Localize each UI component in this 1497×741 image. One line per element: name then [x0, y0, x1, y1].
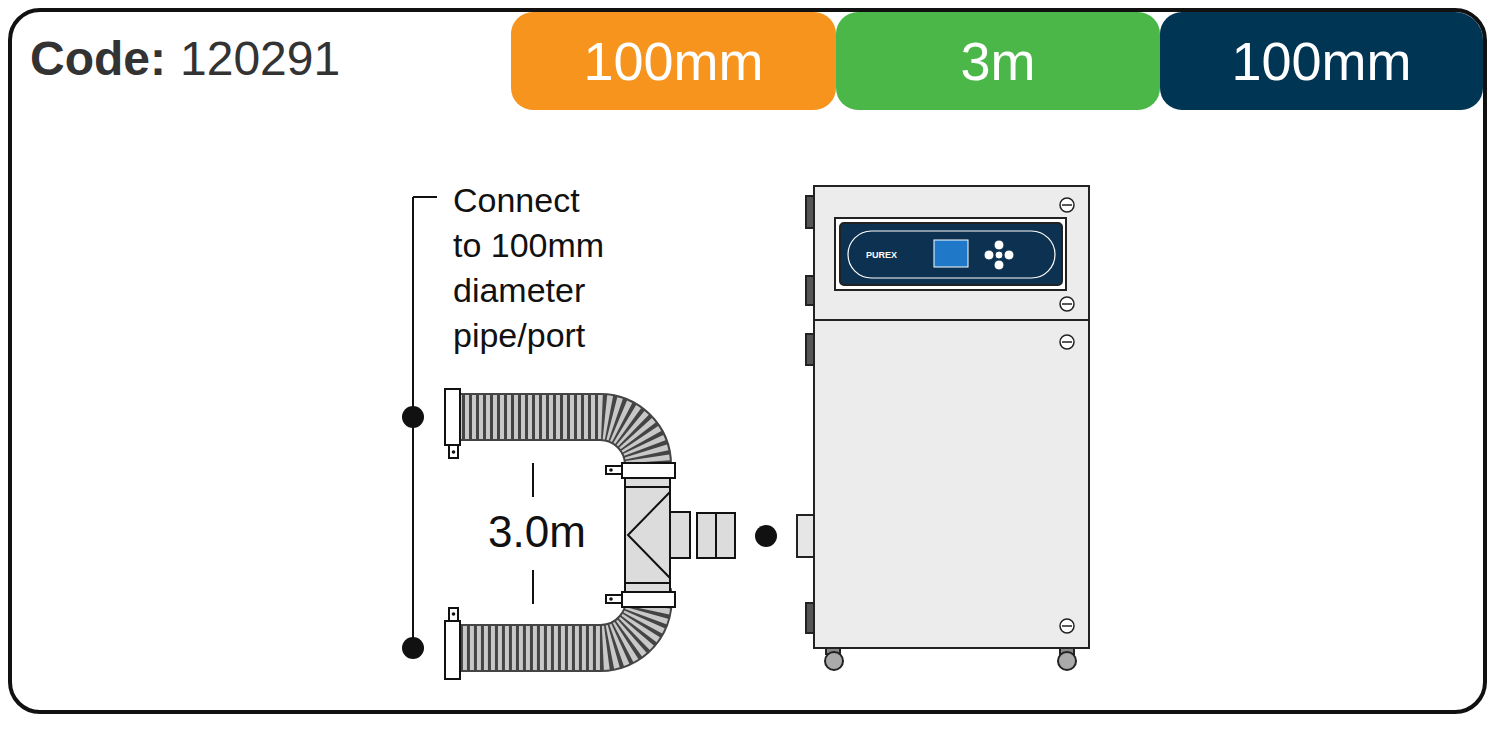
cuff-hole	[452, 450, 456, 454]
connection-dot	[755, 525, 777, 547]
flexible-hose	[458, 417, 649, 648]
outer-frame	[10, 10, 1485, 712]
tab-text: 3m	[960, 30, 1035, 92]
tab-text: 100mm	[1231, 30, 1411, 92]
brand-logo: PUREX	[866, 250, 897, 260]
hose-clamp	[606, 463, 675, 607]
diameter-tab: 100mm	[511, 12, 836, 110]
y-piece	[625, 478, 690, 592]
connection-dot	[402, 637, 424, 659]
connection-note: Connect to 100mm diameter pipe/port	[453, 178, 611, 358]
control-buttons	[984, 240, 1014, 270]
length-tab: 3m	[836, 12, 1160, 110]
screw	[1060, 198, 1074, 633]
code-caption: Code:	[30, 31, 166, 86]
clamp-hole	[609, 597, 613, 601]
clamp-hole	[609, 468, 613, 472]
tab-text: 100mm	[583, 30, 763, 92]
connection-dot	[402, 406, 424, 428]
fume-extractor	[797, 186, 1089, 670]
adapter	[697, 513, 735, 558]
hose-cuff	[445, 389, 460, 679]
product-code: 120291	[180, 31, 340, 86]
hose-length: 3.0m	[486, 507, 588, 558]
diameter-tab: 100mm	[1160, 12, 1483, 110]
cuff-hole	[452, 612, 456, 616]
